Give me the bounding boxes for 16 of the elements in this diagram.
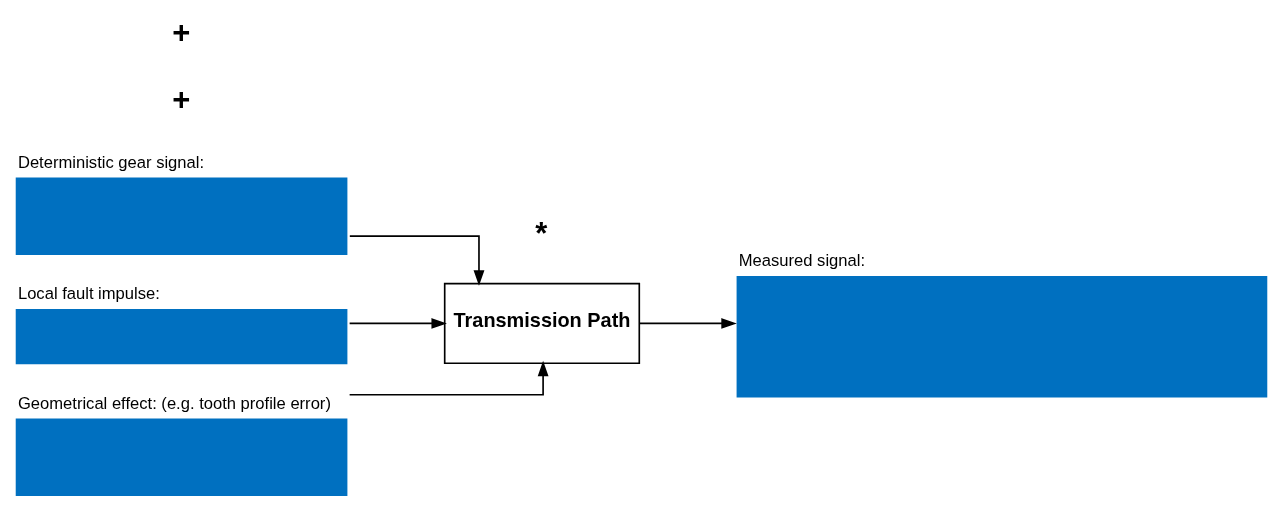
- arrow: [349, 235, 485, 286]
- label: +: [172, 81, 191, 117]
- node-label: Deterministic gear signal:: [17, 152, 205, 172]
- node-box: [15, 418, 348, 496]
- arrow: [348, 318, 447, 329]
- node-box: [15, 177, 348, 255]
- node-box: Transmission Path: [443, 282, 641, 365]
- node-box: [736, 275, 1268, 398]
- node-label: Geometrical effect: (e.g. tooth profile error): [17, 393, 331, 413]
- node-label: Local fault impulse:: [17, 284, 160, 304]
- label: *: [535, 215, 548, 251]
- node-label: Measured signal:: [738, 250, 866, 270]
- arrow: [638, 318, 737, 329]
- arrow: [348, 360, 549, 396]
- label: +: [172, 14, 191, 50]
- node-box: [15, 309, 348, 365]
